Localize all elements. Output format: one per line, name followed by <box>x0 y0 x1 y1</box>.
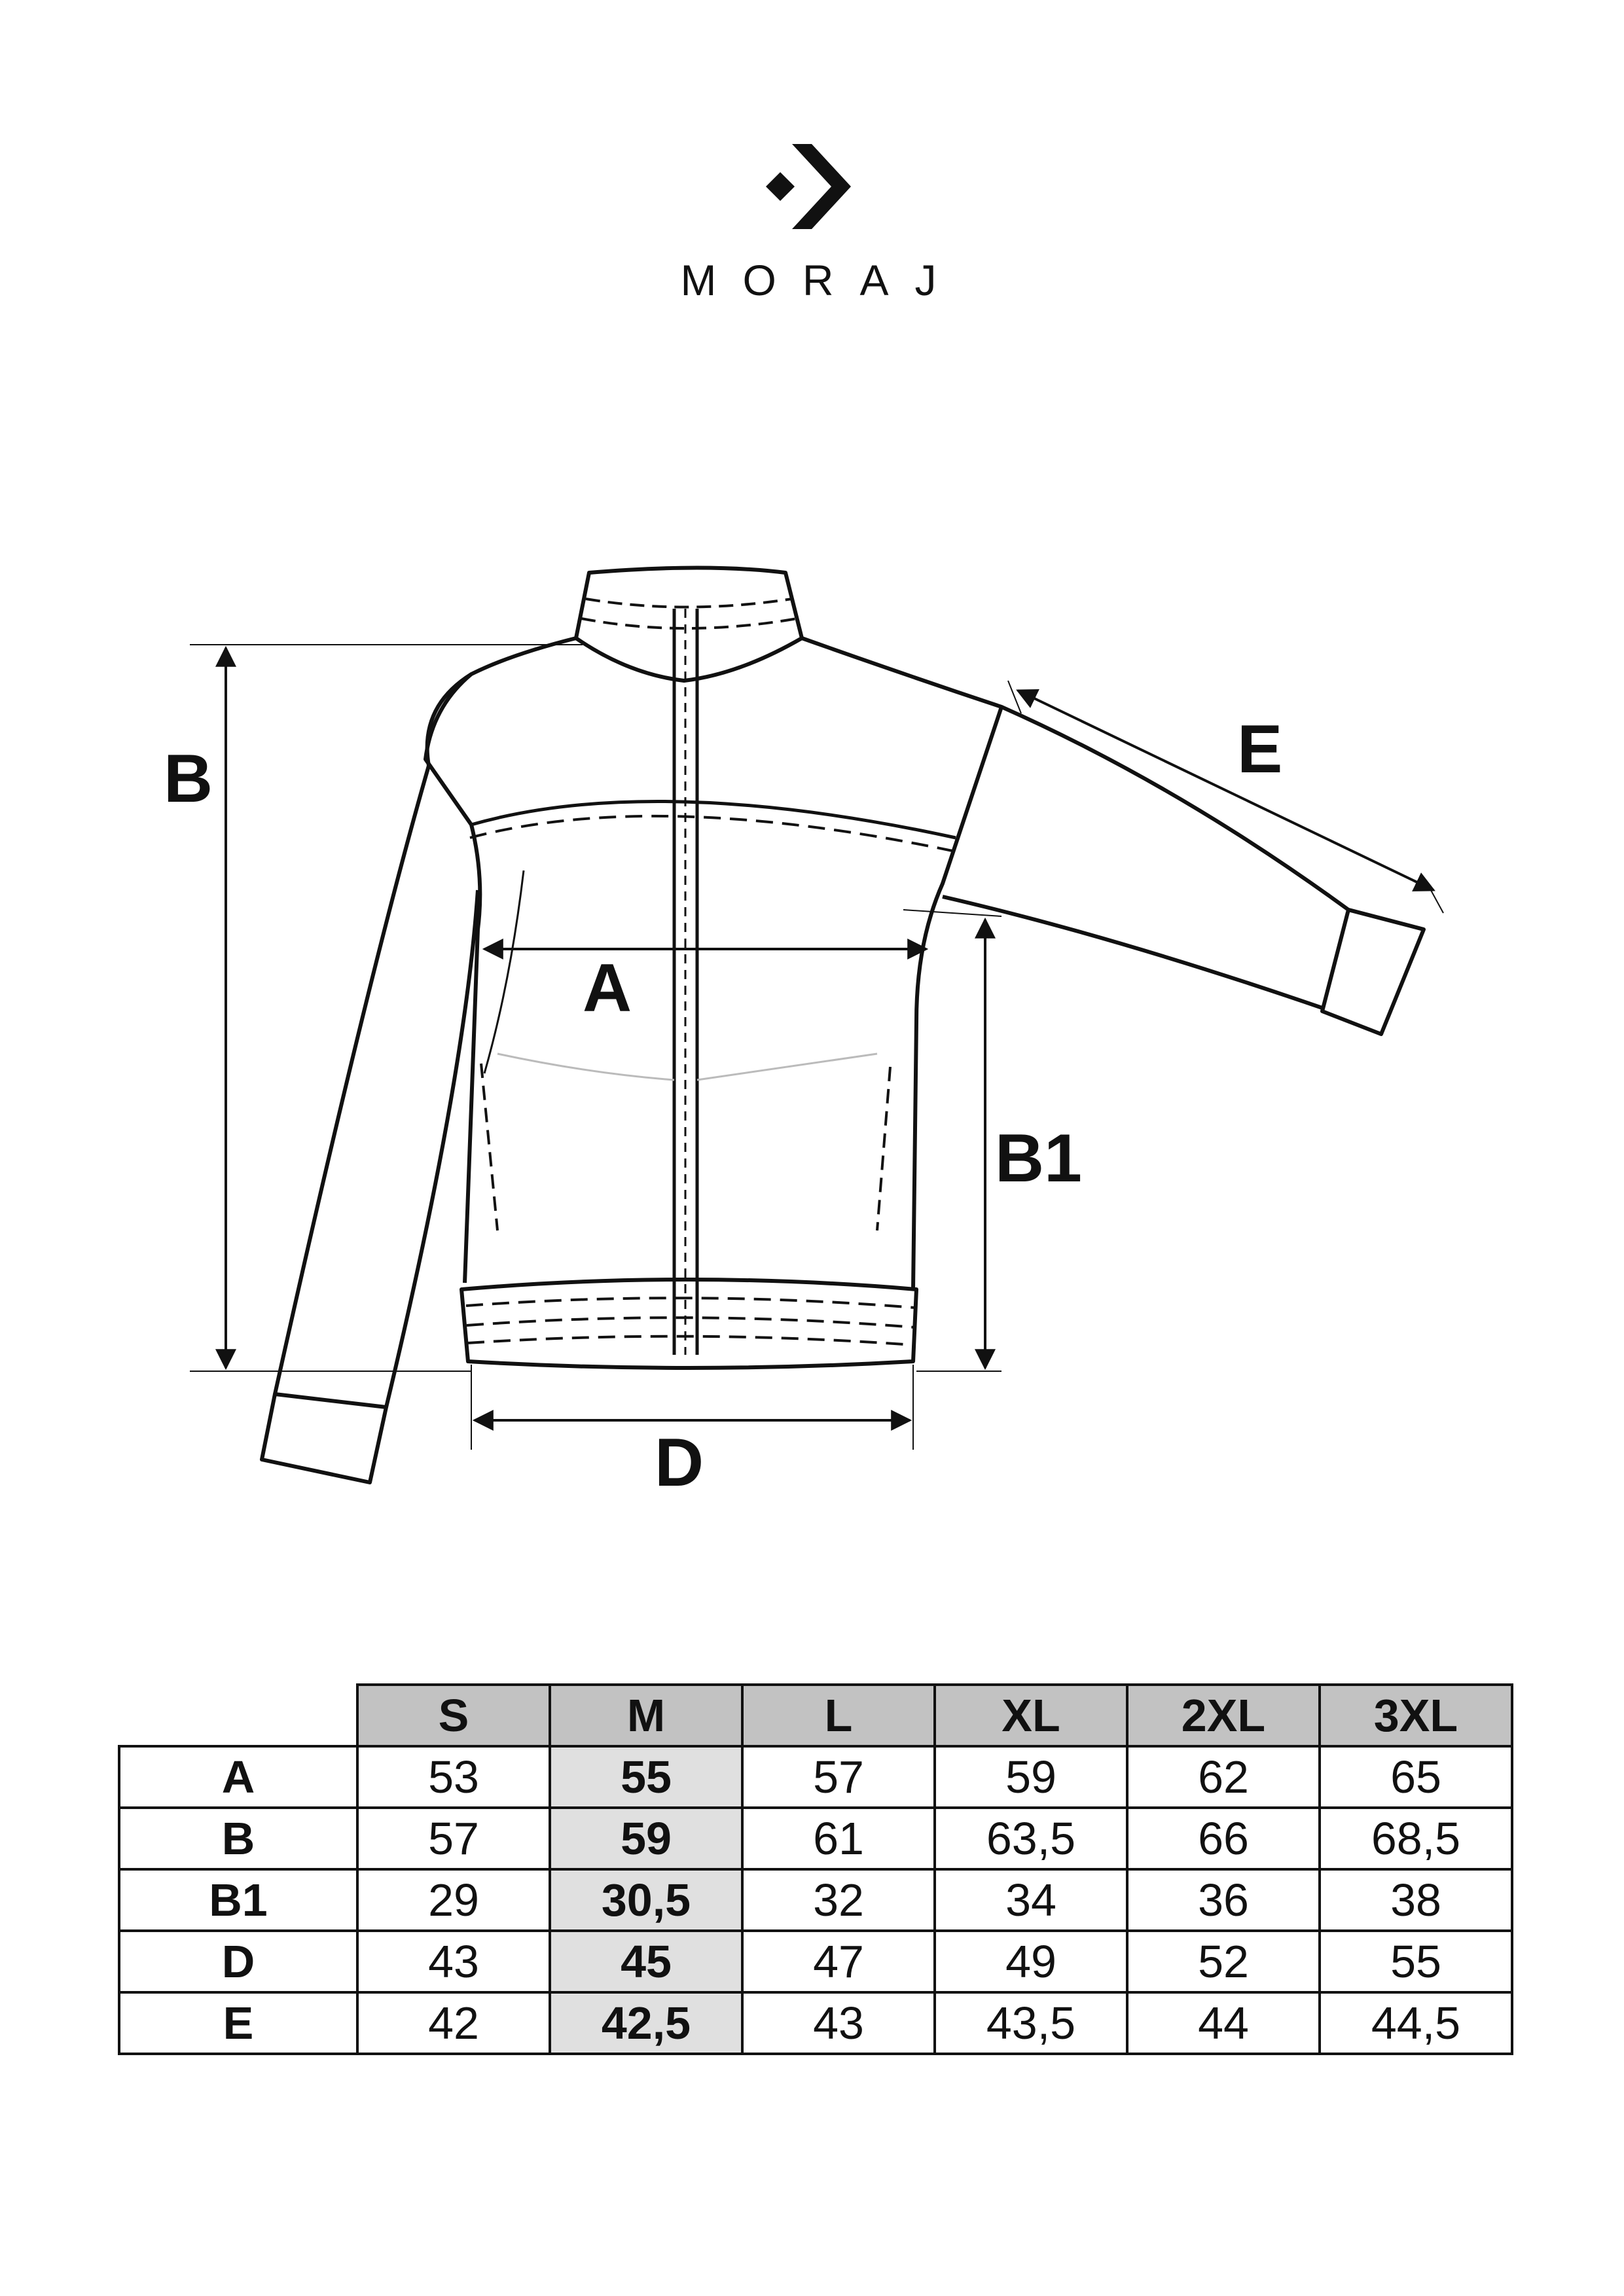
table-row: B1 29 30,5 32 34 36 38 <box>118 1868 1513 1932</box>
table-cell: 34 <box>933 1868 1128 1932</box>
size-header: M <box>549 1683 744 1748</box>
table-cell: 52 <box>1126 1929 1321 1994</box>
table-cell: 47 <box>741 1929 936 1994</box>
table-cell: 59 <box>933 1745 1128 1809</box>
row-label: E <box>118 1991 359 2055</box>
label-b1: B1 <box>995 1121 1082 1196</box>
table-cell: 65 <box>1318 1745 1513 1809</box>
table-row: D 43 45 47 49 52 55 <box>118 1929 1513 1994</box>
size-header: 3XL <box>1318 1683 1513 1748</box>
table-cell: 29 <box>356 1868 551 1932</box>
table-cell: 44 <box>1126 1991 1321 2055</box>
table-cell: 38 <box>1318 1868 1513 1932</box>
table-cell: 49 <box>933 1929 1128 1994</box>
table-cell: 43 <box>741 1991 936 2055</box>
table-cell: 53 <box>356 1745 551 1809</box>
size-header: S <box>356 1683 551 1748</box>
brand-name: MORAJ <box>680 256 963 304</box>
jacket-outline <box>260 565 1426 1484</box>
size-header-row: S M L XL 2XL 3XL <box>119 1683 1513 1748</box>
table-cell: 45 <box>549 1929 744 1994</box>
table-row: E 42 42,5 43 43,5 44 44,5 <box>118 1991 1513 2055</box>
size-header: 2XL <box>1126 1683 1321 1748</box>
chevron-diamond-icon <box>766 144 851 229</box>
label-d: D <box>655 1425 704 1501</box>
table-cell: 32 <box>741 1868 936 1932</box>
table-cell: 42 <box>356 1991 551 2055</box>
table-cell: 55 <box>549 1745 744 1809</box>
table-cell: 43 <box>356 1929 551 1994</box>
label-b: B <box>164 741 213 817</box>
size-header: XL <box>933 1683 1128 1748</box>
measurement-labels: B A B1 D E <box>164 711 1282 1501</box>
table-cell: 42,5 <box>549 1991 744 2055</box>
table-row: B 57 59 61 63,5 66 68,5 <box>118 1806 1513 1871</box>
row-label: D <box>118 1929 359 1994</box>
table-cell: 43,5 <box>933 1991 1128 2055</box>
table-cell: 36 <box>1126 1868 1321 1932</box>
label-e: E <box>1237 711 1282 787</box>
table-row: A 53 55 57 59 62 65 <box>118 1745 1513 1809</box>
jacket-diagram: B A B1 D E <box>164 565 1444 1501</box>
table-cell: 59 <box>549 1806 744 1871</box>
table-cell: 61 <box>741 1806 936 1871</box>
measurement-lines <box>190 644 1444 1450</box>
row-label: B1 <box>118 1868 359 1932</box>
table-cell: 62 <box>1126 1745 1321 1809</box>
size-chart-table: S M L XL 2XL 3XL A 53 55 57 59 62 65 B 5… <box>118 1683 1513 2055</box>
table-corner <box>119 1685 357 1746</box>
size-header: L <box>741 1683 936 1748</box>
table-cell: 57 <box>741 1745 936 1809</box>
table-cell: 66 <box>1126 1806 1321 1871</box>
table-cell: 44,5 <box>1318 1991 1513 2055</box>
table-cell: 55 <box>1318 1929 1513 1994</box>
table-cell: 63,5 <box>933 1806 1128 1871</box>
row-label: B <box>118 1806 359 1871</box>
table-cell: 68,5 <box>1318 1806 1513 1871</box>
row-label: A <box>118 1745 359 1809</box>
table-cell: 30,5 <box>549 1868 744 1932</box>
brand-logo: MORAJ <box>648 137 975 334</box>
label-a: A <box>583 950 632 1026</box>
table-cell: 57 <box>356 1806 551 1871</box>
